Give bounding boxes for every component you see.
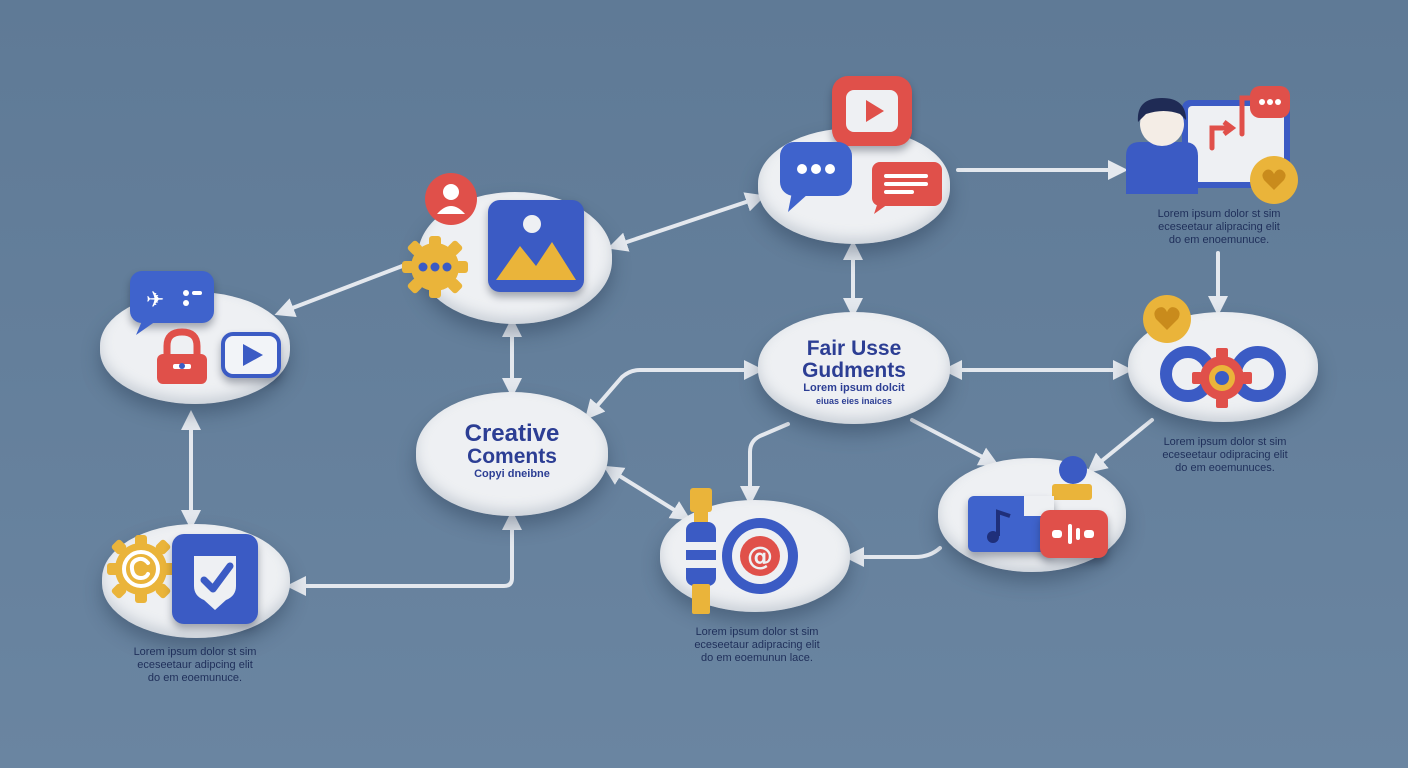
arrow-image-to-chat: [607, 192, 766, 252]
svg-text:@: @: [747, 542, 773, 572]
link-icon: [1160, 338, 1286, 414]
fair-use-title-2: Gudments: [802, 359, 906, 382]
caption-line: do em eoemunun lace.: [701, 652, 813, 664]
caption-mid-right: Lorem ipsum dolor st sim eceseetaur odip…: [1130, 436, 1320, 475]
play-icon: [221, 332, 281, 378]
arrow-fairuse-to-creative: [584, 360, 764, 421]
creative-title-1: Creative: [464, 420, 560, 447]
caption-bottom-left: Lorem ipsum dolor st sim eceseetaur adip…: [100, 646, 290, 685]
comment-icon: [870, 160, 944, 216]
caption-line: eceseetaur adipracing elit: [694, 639, 820, 651]
arrow-audio-to-target: [844, 546, 942, 567]
caption-top-right: Lorem ipsum dolor st sim eceseetaur alip…: [1124, 208, 1314, 247]
node-creative-comments[interactable]: [416, 392, 608, 516]
creative-subtitle: Copyi dneibne: [474, 468, 550, 480]
arrow-fairuse-to-target: [740, 422, 790, 506]
lock-icon: [153, 328, 211, 386]
youtube-play-icon: [832, 76, 912, 146]
node-fair-use[interactable]: [758, 312, 950, 424]
check-shield-icon: [172, 534, 258, 624]
caption-bottom-center: Lorem ipsum dolor st sim eceseetaur adip…: [662, 626, 852, 665]
arrow-link-to-audio: [1086, 418, 1154, 474]
pin-icon: [1048, 454, 1094, 502]
caption-line: eceseetaur adipcing elit: [137, 659, 253, 671]
image-icon: [488, 200, 584, 292]
arrow-creative-to-copyright: [286, 510, 522, 596]
caption-line: do em eoemunuces.: [1175, 462, 1275, 474]
caption-line: eceseetaur odipracing elit: [1162, 449, 1288, 461]
target-at-icon: @: [682, 486, 802, 616]
creative-label: Creative Coments Copyi dneibne: [416, 422, 608, 481]
svg-text:✈: ✈: [146, 288, 164, 313]
gear-icon: [398, 234, 472, 300]
message-icon: [778, 140, 854, 214]
fair-use-subtitle-2: eiuas eies inaices: [815, 396, 893, 406]
caption-line: Lorem ipsum dolor st sim: [1157, 208, 1281, 220]
creative-title-2: Coments: [467, 445, 557, 468]
caption-line: Lorem ipsum dolor st sim: [1163, 436, 1287, 448]
caption-line: Lorem ipsum dolor st sim: [695, 626, 819, 638]
caption-line: do em enoemunuce.: [1168, 234, 1270, 246]
arrow-gear-to-left: [274, 263, 407, 318]
fair-use-label: Fair Usse Gudments Lorem ipsum dolcit ei…: [758, 338, 950, 408]
caption-line: eceseetaur alipracing elit: [1158, 221, 1280, 233]
fair-use-subtitle-1: Lorem ipsum dolcit: [803, 382, 905, 394]
fair-use-title-1: Fair Usse: [806, 337, 902, 360]
person-icon: [1124, 84, 1304, 204]
heart-icon: [1142, 294, 1192, 344]
chat-bubble-icon: ✈: [130, 271, 214, 335]
user-icon: [424, 172, 478, 226]
arrow-fairuse-to-audio: [910, 418, 1000, 466]
music-note-icon: [968, 496, 1054, 552]
arrow-creative-target: [603, 465, 691, 521]
caption-line: do em eoemunuce.: [147, 672, 243, 684]
audio-icon: [1040, 510, 1108, 558]
copyright-icon: [104, 532, 178, 606]
caption-line: Lorem ipsum dolor st sim: [133, 646, 257, 658]
